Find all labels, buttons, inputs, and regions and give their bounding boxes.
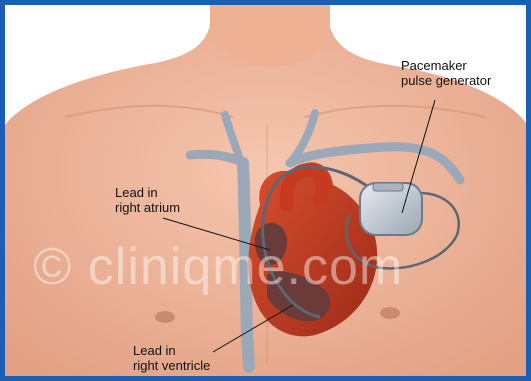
pacemaker-label: Pacemaker pulse generator xyxy=(401,58,491,88)
ventricle-label-line2: right ventricle xyxy=(133,358,210,373)
atrium-label-line2: right atrium xyxy=(115,200,180,215)
pacemaker-label-line2: pulse generator xyxy=(401,73,491,88)
ventricle-label: Lead in right ventricle xyxy=(133,343,210,373)
atrium-label-line1: Lead in xyxy=(115,185,180,200)
pacemaker-header xyxy=(373,183,403,191)
left-nipple xyxy=(155,311,175,323)
ventricle-label-line1: Lead in xyxy=(133,343,210,358)
watermark-logo: © cliniqme.com xyxy=(33,237,403,297)
pacemaker-label-line1: Pacemaker xyxy=(401,58,491,73)
atrium-label: Lead in right atrium xyxy=(115,185,180,215)
pacemaker-diagram: © cliniqme.com Pacemaker pulse generator… xyxy=(5,5,526,376)
right-nipple xyxy=(380,307,400,319)
